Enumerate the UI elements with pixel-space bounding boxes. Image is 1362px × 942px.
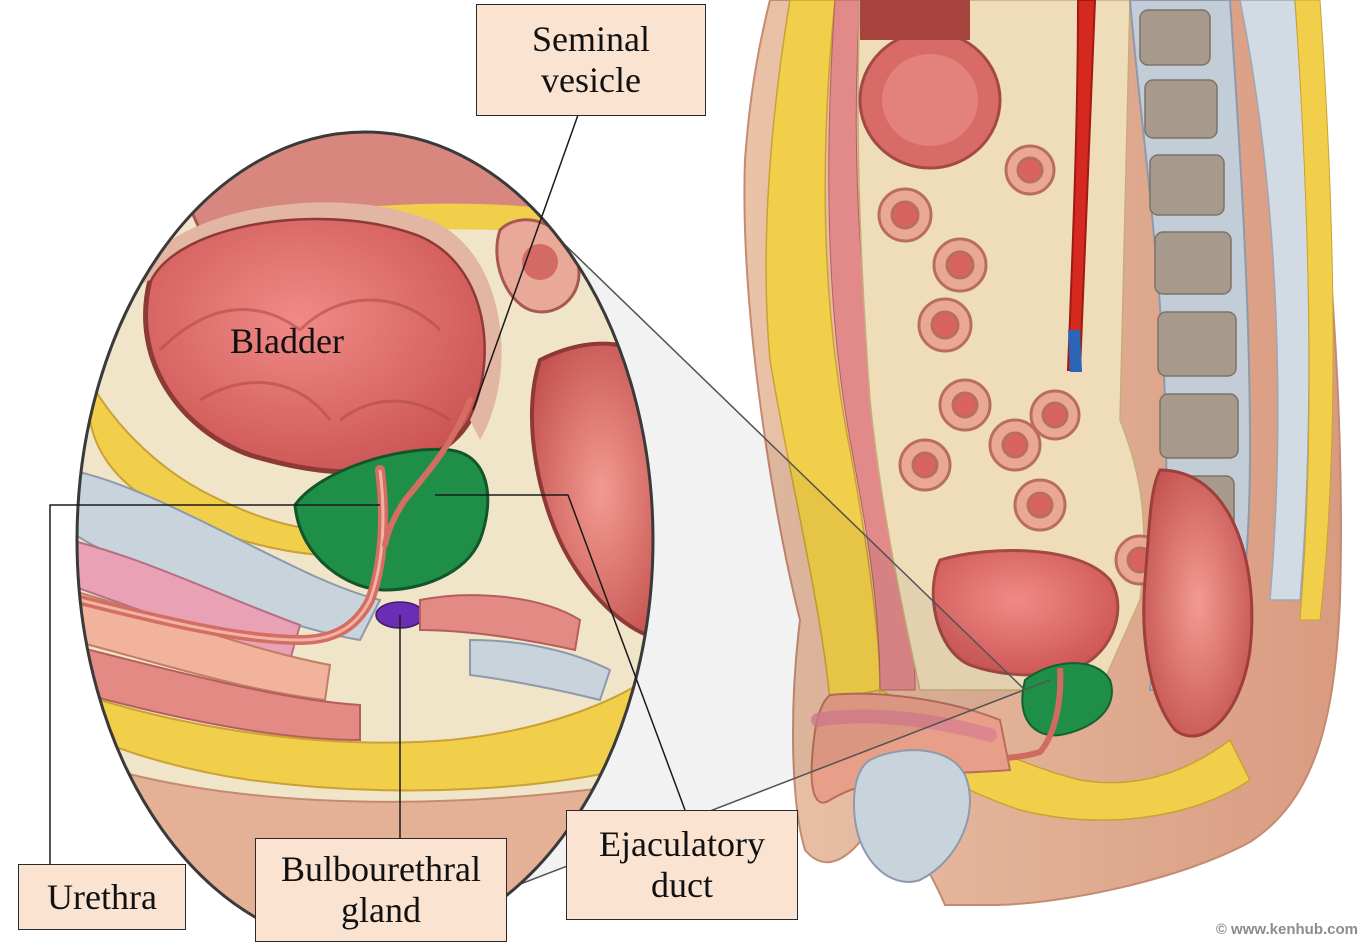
- label-seminal-vesicle-line2: vesicle: [541, 60, 641, 101]
- label-ejaculatory-line1: Ejaculatory: [599, 824, 765, 865]
- label-bulbourethral-line2: gland: [341, 890, 421, 931]
- label-urethra: Urethra: [18, 864, 186, 930]
- label-seminal-vesicle: Seminal vesicle: [476, 4, 706, 116]
- label-bulbourethral-line1: Bulbourethral: [281, 849, 481, 890]
- label-bulbourethral-gland: Bulbourethral gland: [255, 838, 507, 942]
- label-seminal-vesicle-line1: Seminal: [532, 19, 650, 60]
- credit-text: © www.kenhub.com: [1216, 921, 1358, 938]
- label-ejaculatory-duct: Ejaculatory duct: [566, 810, 798, 920]
- label-urethra-text: Urethra: [47, 877, 157, 918]
- sagittal-body: [744, 0, 1340, 905]
- label-ejaculatory-line2: duct: [651, 865, 713, 906]
- label-bladder: Bladder: [230, 320, 344, 362]
